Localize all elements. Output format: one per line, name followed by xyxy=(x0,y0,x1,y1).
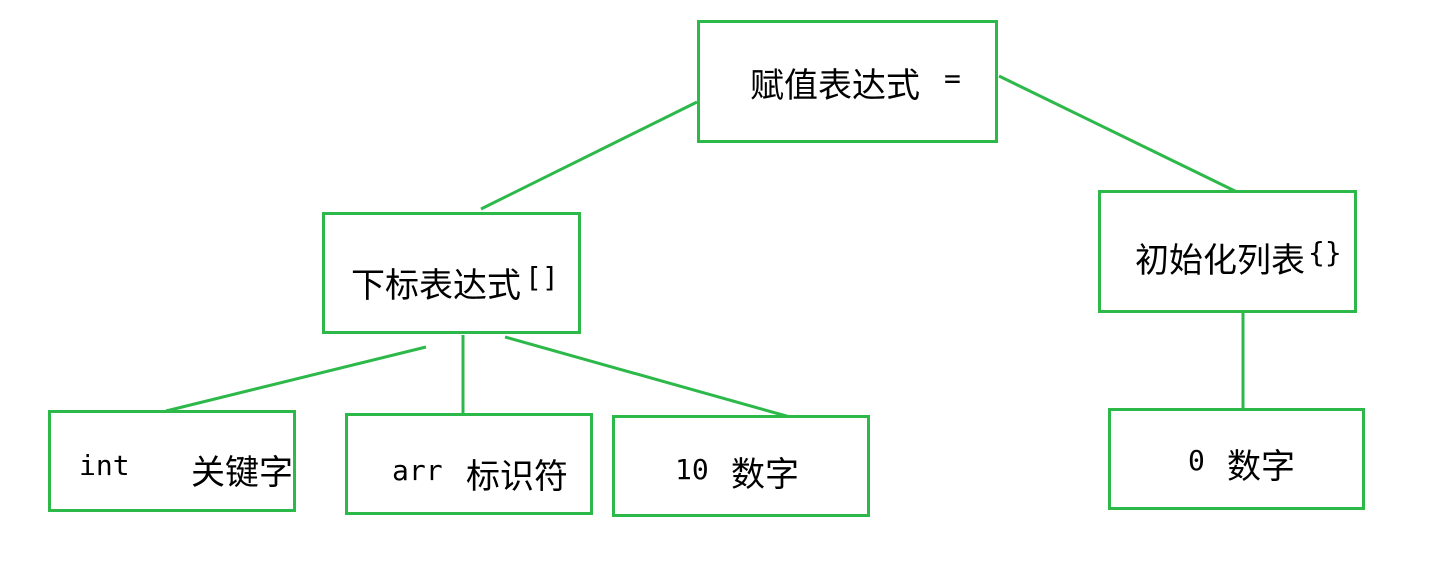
node-symbol: = xyxy=(944,62,961,95)
node-symbol: [] xyxy=(525,261,559,294)
node-name: 初始化列表 xyxy=(1135,241,1305,281)
node-int-keyword: int 关键字 xyxy=(48,410,296,512)
node-arr-identifier: arr 标识符 xyxy=(345,413,593,515)
node-token: 10 xyxy=(675,453,709,486)
node-token: arr xyxy=(392,454,443,487)
edge-root-initlist xyxy=(998,74,1238,194)
node-symbol: {} xyxy=(1308,236,1342,269)
node-initializer-list: 初始化列表 {} xyxy=(1098,190,1357,313)
node-zero-number: 0 数字 xyxy=(1108,408,1365,510)
node-name: 下标表达式 xyxy=(351,266,521,306)
node-token: int xyxy=(79,449,130,482)
node-kind: 数字 xyxy=(731,455,799,495)
node-name: 赋值表达式 xyxy=(750,66,920,106)
node-kind: 标识符 xyxy=(466,457,568,497)
edge-subscript-int xyxy=(165,345,427,413)
node-subscript-expression: 下标表达式 [] xyxy=(322,212,581,334)
node-token: 0 xyxy=(1188,444,1205,477)
node-ten-number: 10 数字 xyxy=(612,415,870,517)
edge-root-subscript xyxy=(480,100,698,211)
node-assignment-expression: 赋值表达式 = xyxy=(697,20,998,143)
edge-subscript-ten xyxy=(504,335,791,419)
node-kind: 数字 xyxy=(1227,447,1295,487)
node-kind: 关键字 xyxy=(191,453,293,493)
